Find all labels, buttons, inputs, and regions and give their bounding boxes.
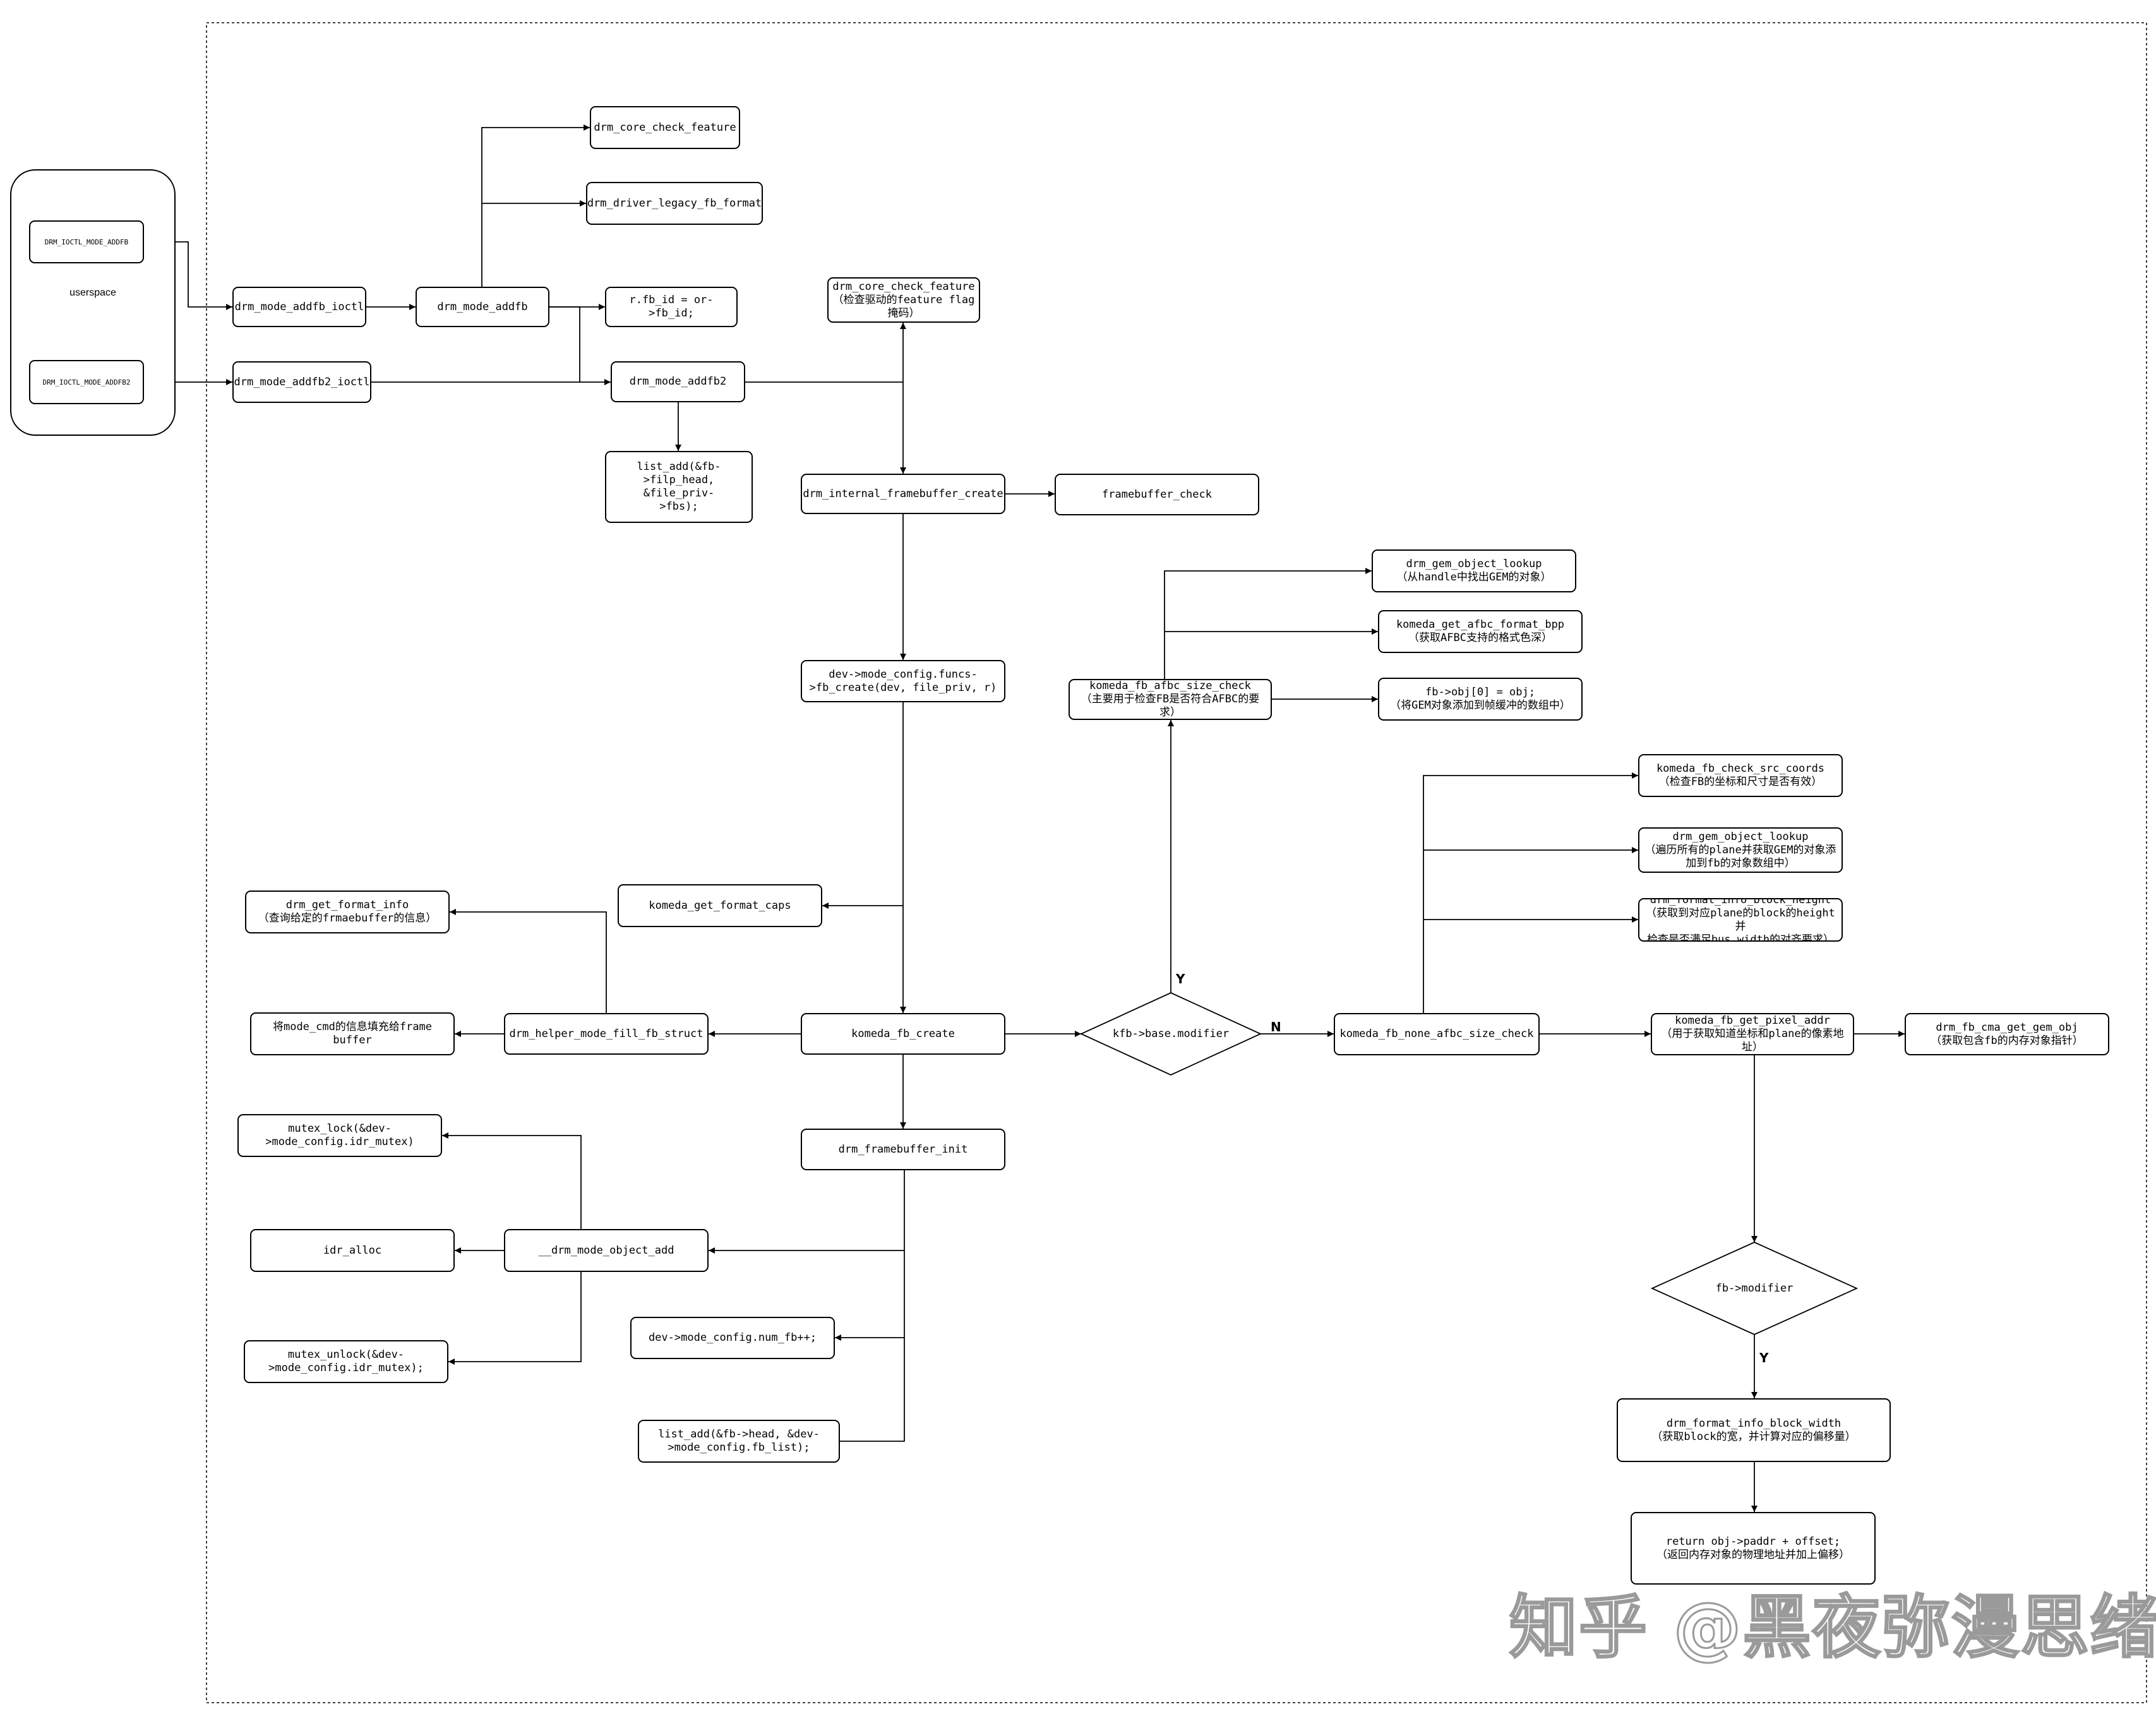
node-block-width[interactable]: drm_format_info_block_width （获取block的宽，并… xyxy=(1617,1398,1891,1462)
node-mode-addfb2[interactable]: drm_mode_addfb2 xyxy=(611,361,745,402)
decision-diamond-fb-modifier xyxy=(1650,1242,1859,1335)
userspace-label: userspace xyxy=(69,287,116,298)
edge-object-add-to-mutex-unlock xyxy=(448,1271,582,1365)
node-get-format-caps[interactable]: komeda_get_format_caps xyxy=(618,884,822,927)
node-block-height[interactable]: drm_format_info_block_height （获取到对应plane… xyxy=(1638,898,1843,942)
node-komeda-fb-create[interactable]: komeda_fb_create xyxy=(801,1013,1005,1055)
edge-object-add-to-mutex-lock xyxy=(442,1132,582,1229)
node-mode-addfb2-ioctl[interactable]: drm_mode_addfb2_ioctl xyxy=(232,361,371,403)
node-framebuffer-check[interactable]: framebuffer_check xyxy=(1055,474,1259,515)
node-fill-fb-struct[interactable]: drm_helper_mode_fill_fb_struct xyxy=(504,1013,709,1055)
edge-addfb-to-addfb2 xyxy=(549,306,580,382)
node-internal-fb-create[interactable]: drm_internal_framebuffer_create xyxy=(801,474,1005,514)
node-mode-object-add[interactable]: __drm_mode_object_add xyxy=(504,1229,709,1272)
node-idr-alloc[interactable]: idr_alloc xyxy=(250,1229,455,1272)
node-get-format-info[interactable]: drm_get_format_info （查询给定的frmaebuffer的信息… xyxy=(245,890,450,933)
edge-fb-init-trunk xyxy=(840,1170,905,1442)
node-gem-object-lookup-1[interactable]: drm_gem_object_lookup （从handle中找出GEM的对象） xyxy=(1372,549,1576,592)
edge-afbc-to-bpp xyxy=(1164,568,1372,679)
node-afbc-format-bpp[interactable]: komeda_get_afbc_format_bpp （获取AFBC支持的格式色… xyxy=(1378,610,1583,653)
decision-diamond-kfb-modifier xyxy=(1079,992,1262,1076)
node-mutex-unlock[interactable]: mutex_unlock(&dev- >mode_config.idr_mute… xyxy=(244,1340,448,1383)
node-ioctl-addfb[interactable]: DRM_IOCTL_MODE_ADDFB xyxy=(29,220,144,263)
node-none-afbc-size-check[interactable]: komeda_fb_none_afbc_size_check xyxy=(1334,1013,1540,1055)
kernel-boundary xyxy=(206,22,2147,1703)
node-fill-frame-buffer[interactable]: 将mode_cmd的信息填充给frame buffer xyxy=(250,1012,455,1055)
node-fb-obj-assign[interactable]: fb->obj[0] = obj; （将GEM对象添加到帧缓冲的数组中） xyxy=(1378,678,1583,721)
branch-label-yes-afbc: Y xyxy=(1176,971,1185,986)
edge-fill-to-format-info xyxy=(450,909,607,1024)
node-mutex-lock[interactable]: mutex_lock(&dev- >mode_config.idr_mutex) xyxy=(237,1114,442,1157)
branch-label-no: N xyxy=(1271,1019,1281,1034)
decision-fb-modifier-label[interactable]: fb->modifier xyxy=(1715,1282,1794,1295)
node-num-fb-inc[interactable]: dev->mode_config.num_fb++; xyxy=(630,1317,835,1359)
edge-none-afbc-to-src-coords xyxy=(1423,772,1638,1024)
edge-addfb-to-core-check xyxy=(481,124,590,297)
watermark: 知乎 @黑夜弥漫思绪 xyxy=(1509,1588,2156,1669)
node-mode-addfb-ioctl[interactable]: drm_mode_addfb_ioctl xyxy=(232,287,366,327)
branch-label-yes-width: Y xyxy=(1759,1350,1769,1365)
decision-kfb-modifier-label[interactable]: kfb->base.modifier xyxy=(1112,1028,1230,1040)
node-driver-legacy-fb-format[interactable]: drm_driver_legacy_fb_format xyxy=(586,182,763,225)
node-framebuffer-init[interactable]: drm_framebuffer_init xyxy=(801,1129,1005,1170)
node-return-paddr[interactable]: return obj->paddr + offset; （返回内存对象的物理地址… xyxy=(1631,1512,1876,1585)
node-afbc-size-check[interactable]: komeda_fb_afbc_size_check （主要用于检查FB是否符合A… xyxy=(1069,679,1272,720)
node-fb-create-func[interactable]: dev->mode_config.funcs- >fb_create(dev, … xyxy=(801,660,1005,702)
node-list-add-fb-list[interactable]: list_add(&fb->head, &dev- >mode_config.f… xyxy=(638,1420,840,1463)
node-core-check-feature-1[interactable]: drm_core_check_feature xyxy=(590,106,740,149)
node-core-check-feature-2[interactable]: drm_core_check_feature （检查驱动的feature fla… xyxy=(827,277,980,323)
node-get-pixel-addr[interactable]: komeda_fb_get_pixel_addr （用于获取知道坐标和plane… xyxy=(1651,1013,1854,1055)
node-fb-id-assign[interactable]: r.fb_id = or->fb_id; xyxy=(605,287,738,327)
node-gem-object-lookup-2[interactable]: drm_gem_object_lookup （遍历所有的plane并获取GEM的… xyxy=(1638,827,1843,873)
node-mode-addfb[interactable]: drm_mode_addfb xyxy=(416,287,549,327)
node-check-src-coords[interactable]: komeda_fb_check_src_coords （检查FB的坐标和尺寸是否… xyxy=(1638,754,1843,797)
node-ioctl-addfb2[interactable]: DRM_IOCTL_MODE_ADDFB2 xyxy=(29,360,144,404)
node-cma-get-gem-obj[interactable]: drm_fb_cma_get_gem_obj （获取包含fb的内存对象指针） xyxy=(1905,1013,2109,1055)
node-list-add-filp[interactable]: list_add(&fb- >filp_head, &file_priv- >f… xyxy=(605,451,753,523)
